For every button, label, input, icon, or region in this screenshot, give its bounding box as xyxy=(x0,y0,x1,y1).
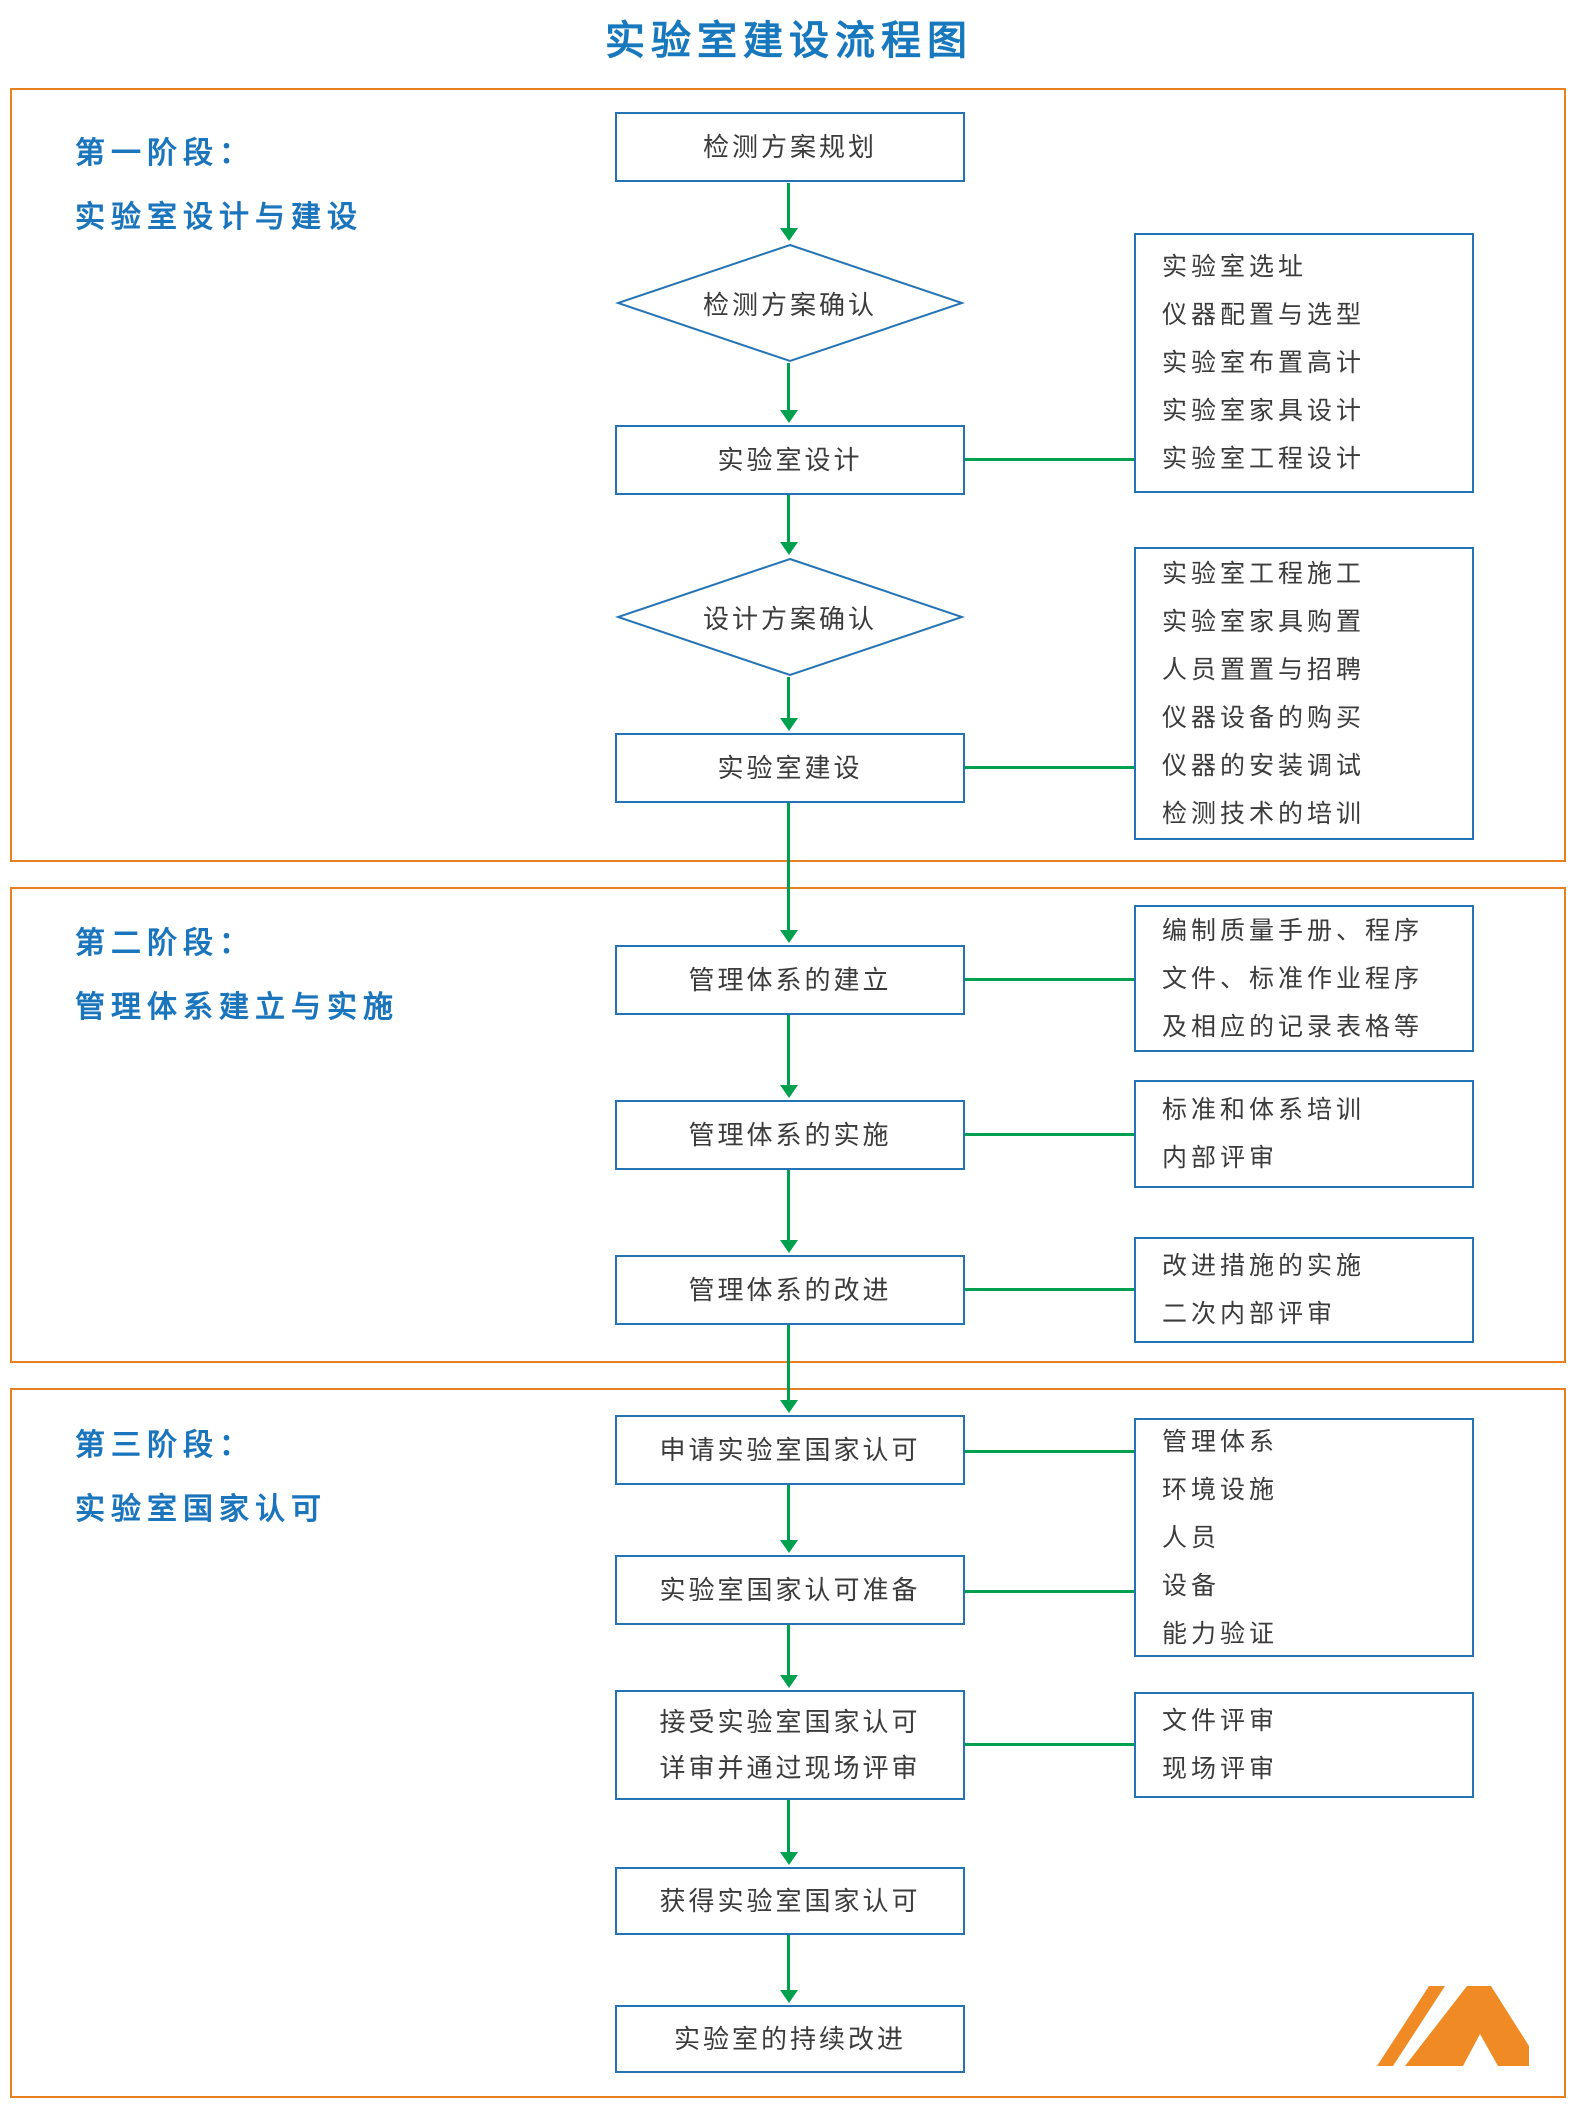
diamond-shape xyxy=(615,557,965,677)
connector-line xyxy=(965,1590,1134,1593)
flow-node-accreditation-prepare: 实验室国家认可准备 xyxy=(615,1555,965,1625)
diamond-shape xyxy=(615,243,965,363)
flow-arrow xyxy=(787,1325,790,1401)
flow-arrow xyxy=(787,1170,790,1241)
stage-3-line2: 实验室国家认可 xyxy=(75,1493,327,1526)
page-title: 实验室建设流程图 xyxy=(605,19,973,63)
side-box-system-build-details: 编制质量手册、程序 文件、标准作业程序 及相应的记录表格等 xyxy=(1134,905,1474,1052)
side-box-system-impl-details: 标准和体系培训 内部评审 xyxy=(1134,1080,1474,1188)
flow-node-system-improve: 管理体系的改进 xyxy=(615,1255,965,1325)
flow-node-lab-build: 实验室建设 xyxy=(615,733,965,803)
side-box-build-details: 实验室工程施工 实验室家具购置 人员置置与招聘 仪器设备的购买 仪器的安装调试 … xyxy=(1134,547,1474,840)
flow-arrow xyxy=(787,495,790,543)
decision-plan-confirm: 检测方案确认 xyxy=(615,243,965,363)
company-logo xyxy=(1377,1980,1537,2068)
flow-arrow xyxy=(787,363,790,411)
stage-1-line2: 实验室设计与建设 xyxy=(75,201,363,234)
logo-mark-icon xyxy=(1377,1986,1529,2066)
flow-node-apply-accreditation: 申请实验室国家认可 xyxy=(615,1415,965,1485)
flow-node-plan: 检测方案规划 xyxy=(615,112,965,182)
connector-line xyxy=(965,1133,1134,1136)
flow-arrow xyxy=(787,1800,790,1853)
connector-line xyxy=(965,1450,1134,1453)
stage-label-1: 第一阶段： 实验室设计与建设 xyxy=(75,122,363,250)
connector-line xyxy=(965,766,1134,769)
connector-line xyxy=(965,458,1134,461)
flow-arrow xyxy=(787,677,790,719)
stage-2-line2: 管理体系建立与实施 xyxy=(75,991,399,1024)
flow-node-continuous-improve: 实验室的持续改进 xyxy=(615,2005,965,2073)
flow-arrow xyxy=(787,1935,790,1991)
flow-arrow xyxy=(787,1015,790,1086)
side-box-apply-details: 管理体系 环境设施 人员 设备 能力验证 xyxy=(1134,1418,1474,1657)
flow-node-system-build: 管理体系的建立 xyxy=(615,945,965,1015)
flow-node-accept-review: 接受实验室国家认可 详审并通过现场评审 xyxy=(615,1690,965,1800)
stage-1-line1: 第一阶段： xyxy=(75,137,255,170)
flow-arrow xyxy=(787,803,790,931)
flow-node-lab-design: 实验室设计 xyxy=(615,425,965,495)
flow-node-system-impl: 管理体系的实施 xyxy=(615,1100,965,1170)
connector-line xyxy=(965,1288,1134,1291)
stage-3-line1: 第三阶段： xyxy=(75,1429,255,1462)
stage-label-2: 第二阶段： 管理体系建立与实施 xyxy=(75,912,399,1040)
stage-2-line1: 第二阶段： xyxy=(75,927,255,960)
connector-line xyxy=(965,1743,1134,1746)
decision-design-confirm: 设计方案确认 xyxy=(615,557,965,677)
flow-node-obtain-accreditation: 获得实验室国家认可 xyxy=(615,1867,965,1935)
flow-arrow xyxy=(787,1625,790,1676)
side-box-design-details: 实验室选址 仪器配置与选型 实验室布置高计 实验室家具设计 实验室工程设计 xyxy=(1134,233,1474,493)
side-box-system-improve-details: 改进措施的实施 二次内部评审 xyxy=(1134,1237,1474,1343)
flow-arrow xyxy=(787,183,790,229)
flow-arrow xyxy=(787,1485,790,1541)
side-box-review-details: 文件评审 现场评审 xyxy=(1134,1692,1474,1798)
connector-line xyxy=(965,978,1134,981)
stage-label-3: 第三阶段： 实验室国家认可 xyxy=(75,1414,327,1542)
